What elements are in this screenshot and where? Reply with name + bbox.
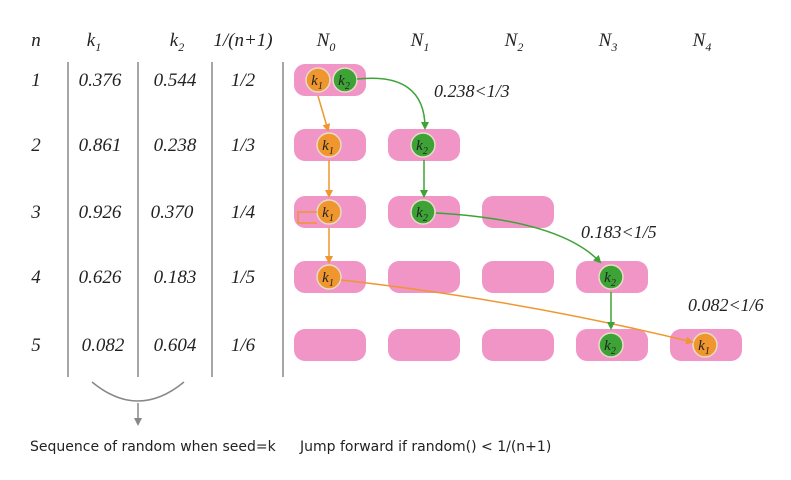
arrow-k2-jump [356,77,429,130]
cell-k1: 0.861 [79,135,122,156]
node [482,261,554,293]
key-token-k1: k1 [692,332,718,358]
node [482,329,554,361]
node-box [482,261,554,293]
cell-k2: 0.604 [154,335,197,356]
node: k2 [576,329,648,361]
cell-n: 1 [31,70,41,91]
node: k2 [388,129,460,161]
cell-n: 3 [30,202,41,223]
header-n: n [31,30,41,51]
node-header-0: N0 [316,30,336,54]
cell-k1: 0.082 [82,335,125,356]
node [294,329,366,361]
node [388,329,460,361]
key-token-k2: k2 [332,67,358,93]
table-row: 5 0.082 0.604 1/6 [31,335,255,356]
table-row: 2 0.861 0.238 1/3 [31,135,255,156]
node: k1 [294,196,366,228]
jump-annotation: 0.082<1/6 [688,295,764,315]
node-grid: k1 k2 k1 k2 k1 k2 k1 k2 k2 k1 [294,64,742,361]
key-label: k1 [311,73,323,92]
cell-prob: 1/6 [231,335,256,356]
header-k2: k2 [170,30,184,54]
table-header: n k1 k2 1/(n+1) [31,30,272,54]
node-box [388,261,460,293]
table-row: 4 0.626 0.183 1/5 [31,267,255,288]
cell-k2: 0.238 [154,135,197,156]
node-headers: N0 N1 N2 N3 N4 [316,30,712,54]
key-circle [316,264,342,290]
cell-k2: 0.183 [154,267,197,288]
key-circle [410,132,436,158]
cell-prob: 1/3 [231,135,255,156]
key-label: k2 [416,205,428,224]
header-prob: 1/(n+1) [213,30,272,51]
node: k1 [294,129,366,161]
cell-n: 5 [31,335,41,356]
table-body: 1 0.376 0.544 1/2 2 0.861 0.238 1/3 3 0.926 0.370 1… [30,70,255,356]
cell-prob: 1/4 [231,202,256,223]
key-label: k1 [322,270,334,289]
node: k1 [670,329,742,361]
key-circle [316,132,342,158]
jump-annotation: 0.238<1/3 [434,81,510,101]
node-header-2: N2 [504,30,524,54]
jump-annotation: 0.183<1/5 [581,222,657,242]
node: k2 [576,261,648,293]
arrow-k1 [317,95,331,132]
node-box [388,329,460,361]
key-token-k1: k1 [316,132,342,158]
cell-prob: 1/5 [231,267,255,288]
cell-n: 2 [31,135,41,156]
key-label: k1 [698,338,710,357]
table-row: 3 0.926 0.370 1/4 [30,202,255,223]
key-label: k2 [604,270,616,289]
key-circle [598,332,624,358]
key-circle [410,199,436,225]
node: k2 [388,196,460,228]
arrows [297,77,694,345]
key-token-k1: k1 [316,199,342,225]
cell-prob: 1/2 [231,70,256,91]
cell-k2: 0.544 [154,70,197,91]
caption-right: Jump forward if random() < 1/(n+1) [299,439,551,455]
key-label: k2 [604,338,616,357]
key-label: k1 [322,205,334,224]
key-token-k2: k2 [598,264,624,290]
cell-k2: 0.370 [151,202,194,223]
cell-k1: 0.376 [79,70,122,91]
key-token-k2: k2 [410,132,436,158]
key-label: k2 [338,73,350,92]
key-circle [332,67,358,93]
key-token-k1: k1 [316,264,342,290]
node: k1 [294,261,366,293]
key-circle [305,67,331,93]
brace-icon [91,381,185,402]
node-box [294,329,366,361]
key-token-k2: k2 [598,332,624,358]
cell-k1: 0.626 [79,267,122,288]
arrow-k2-jump [435,212,602,264]
key-label: k2 [416,138,428,157]
node-header-1: N1 [410,30,430,54]
cell-k1: 0.926 [79,202,122,223]
self-loop-k1 [297,211,317,224]
table-dividers [67,62,284,377]
node-box [482,329,554,361]
cell-n: 4 [31,267,41,288]
node-header-4: N4 [692,30,712,54]
key-token-k2: k2 [410,199,436,225]
node-header-3: N3 [598,30,618,54]
arrow-k1-jump [340,279,694,345]
key-circle [598,264,624,290]
header-k1: k1 [87,30,101,54]
caption-left: Sequence of random when seed=k [30,439,277,455]
key-token-k1: k1 [305,67,331,93]
node: k1 k2 [294,64,366,96]
table-row: 1 0.376 0.544 1/2 [31,70,255,91]
key-circle [692,332,718,358]
node [388,261,460,293]
key-label: k1 [322,138,334,157]
